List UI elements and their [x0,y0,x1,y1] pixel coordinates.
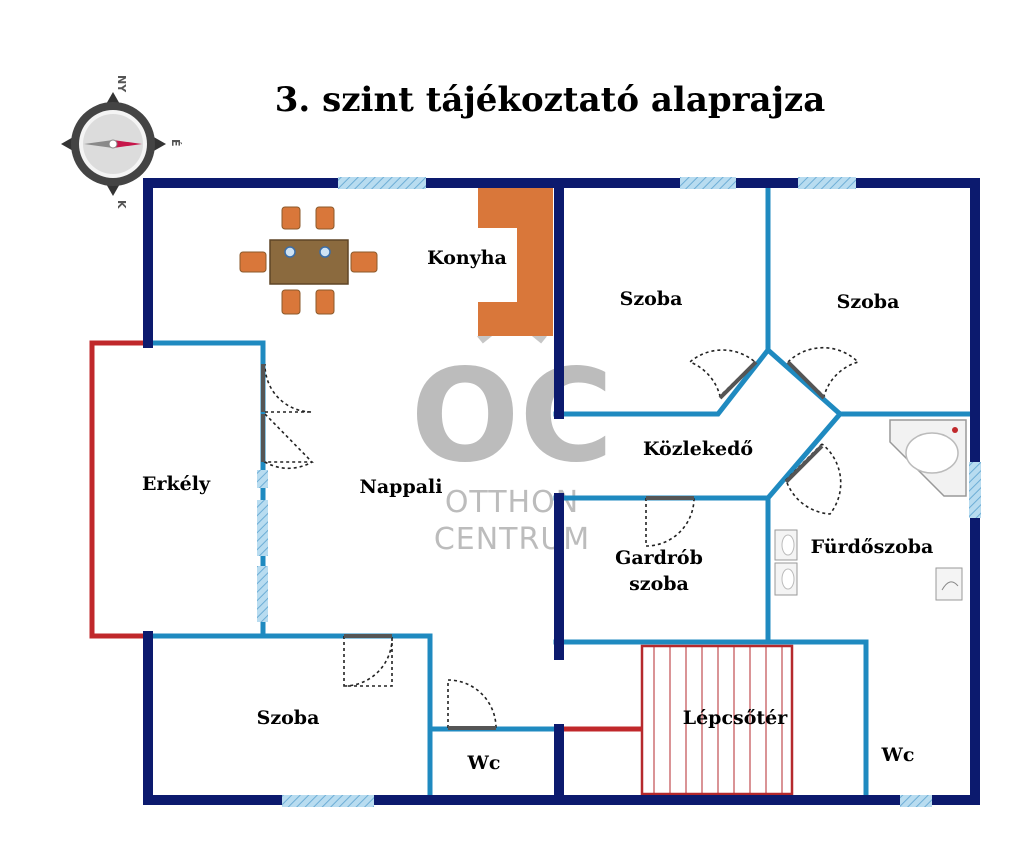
doors [262,346,860,729]
bathtub [889,419,967,497]
label-wc-right: Wc [881,744,915,766]
window-top-kitchen [338,177,426,189]
shower-tray [935,567,963,601]
balcony-railing [89,340,148,639]
label-furdoszoba: Fürdőszoba [811,536,934,558]
window-balcony-2 [257,500,268,556]
window-top-room1 [680,177,736,189]
door-balcony-upper [264,363,313,413]
door-gardrob [645,497,695,547]
staircase [640,644,794,796]
window-balcony-1 [257,470,268,488]
door-leaves [261,360,826,730]
watermark: OC OTTHON CENTRUM [411,308,613,557]
door-bottom-room [343,635,393,687]
compass-north: NY [115,75,128,93]
window-balcony-3 [257,566,268,622]
door-wc-left [447,679,497,729]
label-szoba-bottom: Szoba [257,707,320,729]
sink-lower [774,562,798,596]
compass: NY É K [61,75,182,209]
dining-set [239,206,378,315]
door-balcony-lower [262,413,314,470]
sink-upper [774,529,798,561]
window-bottom-wc [900,795,932,807]
kitchen-counter [478,188,553,336]
compass-south: K [115,200,128,209]
door-room-right [787,346,860,398]
watermark-line2: CENTRUM [434,522,590,557]
label-szoba-top-left: Szoba [620,288,683,310]
window-right-bath [969,462,981,518]
label-nappali: Nappali [360,476,443,498]
label-gardrob-2: szoba [629,573,689,595]
windows [257,177,981,807]
label-wc-left: Wc [467,752,501,774]
plan-title: 3. szint tájékoztató alaprajza [275,80,825,120]
door-room-left [688,349,756,398]
label-lepcsoter: Lépcsőtér [683,707,789,729]
label-gardrob-1: Gardrób [615,547,703,569]
label-erkely: Erkély [142,473,211,495]
compass-east: É [169,139,182,147]
label-szoba-top-right: Szoba [837,291,900,313]
label-kozlekedo: Közlekedő [643,438,753,460]
door-bathroom [785,443,842,515]
window-top-room2 [798,177,856,189]
window-bottom-room [282,795,374,807]
label-konyha: Konyha [427,247,507,269]
